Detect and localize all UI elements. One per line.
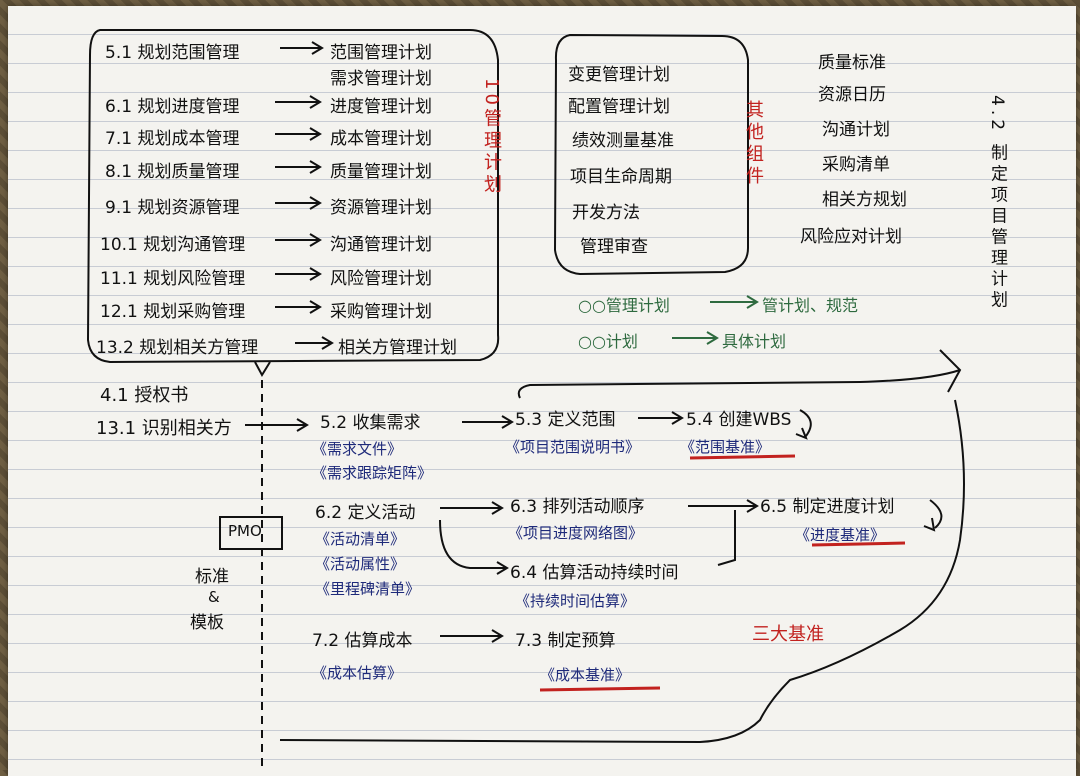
pmo-caption: & [208,588,220,606]
output-doc: 《项目范围说明书》 [505,438,641,456]
scope-baseline: 《范围基准》 [680,438,771,456]
develop-plan-title: 4.2 制定项目管理计划 [987,95,1007,312]
three-baselines-label: 三大基准 [752,624,824,645]
other-item: 变更管理计划 [568,65,670,85]
output-doc: 《里程碑清单》 [315,580,421,598]
collect-requirements: 5.2 收集需求 [320,413,421,433]
plan-row-right: 采购管理计划 [330,302,432,322]
define-activities: 6.2 定义活动 [315,503,416,523]
identify-stakeholders-label: 13.1 识别相关方 [96,418,232,439]
plan-row-left: 6.1 规划进度管理 [105,97,240,117]
other-item: 配置管理计划 [568,97,670,117]
output-doc: 《成本估算》 [312,664,403,682]
plan-row-right: 进度管理计划 [330,97,432,117]
estimate-durations: 6.4 估算活动持续时间 [510,563,679,583]
cost-baseline: 《成本基准》 [540,666,631,684]
plan-row-left: 13.2 规划相关方管理 [96,338,259,358]
output-doc: 《需求文件》 [312,440,403,458]
estimate-costs: 7.2 估算成本 [312,631,413,651]
pmo-caption: 标准 [195,567,229,587]
right-list-item: 风险应对计划 [800,227,902,247]
note-text: ○○管理计划 [578,296,670,315]
output-doc: 《持续时间估算》 [515,592,636,610]
plan-row-right: 成本管理计划 [330,129,432,149]
other-item: 绩效测量基准 [572,131,674,151]
other-item: 管理审查 [580,237,648,257]
note-result: 具体计划 [722,332,787,351]
note-result: 管计划、规范 [762,296,859,315]
plan-row-left: 11.1 规划风险管理 [100,269,246,289]
schedule-baseline: 《进度基准》 [795,526,886,544]
plan-row-right: 范围管理计划 [330,43,432,63]
create-wbs: 5.4 创建WBS [686,410,792,430]
charter-label: 4.1 授权书 [100,385,189,406]
sequence-activities: 6.3 排列活动顺序 [510,497,645,517]
other-item: 开发方法 [572,203,640,223]
plan-row-left: 8.1 规划质量管理 [105,162,240,182]
plan-row-right: 需求管理计划 [330,69,432,89]
output-doc: 《活动属性》 [315,555,406,573]
ten-plans-label: 10管理计划 [481,78,502,197]
other-components-label: 其他组件 [743,100,764,188]
right-list-item: 沟通计划 [822,120,890,140]
other-item: 项目生命周期 [570,167,672,187]
plan-row-left: 10.1 规划沟通管理 [100,235,246,255]
plan-row-left: 5.1 规划范围管理 [105,43,240,63]
note-text: ○○计划 [578,332,638,351]
right-list-item: 采购清单 [822,155,890,175]
define-scope: 5.3 定义范围 [515,410,616,430]
plan-row-left: 7.1 规划成本管理 [105,129,240,149]
develop-schedule: 6.5 制定进度计划 [760,497,895,517]
right-list-item: 质量标准 [818,53,886,73]
right-list-item: 资源日历 [818,85,886,105]
plan-row-right: 质量管理计划 [330,162,432,182]
output-doc: 《需求跟踪矩阵》 [312,464,433,482]
right-list-item: 相关方规划 [822,190,907,210]
plan-row-right: 相关方管理计划 [338,338,457,358]
plan-row-right: 风险管理计划 [330,269,432,289]
plan-row-left: 12.1 规划采购管理 [100,302,246,322]
plan-row-right: 资源管理计划 [330,198,432,218]
pmo-box: PMO [228,522,262,540]
determine-budget: 7.3 制定预算 [515,631,616,651]
plan-row-left: 9.1 规划资源管理 [105,198,240,218]
output-doc: 《活动清单》 [315,530,406,548]
pmo-caption: 模板 [190,613,224,633]
output-doc: 《项目进度网络图》 [508,524,644,542]
plan-row-right: 沟通管理计划 [330,235,432,255]
